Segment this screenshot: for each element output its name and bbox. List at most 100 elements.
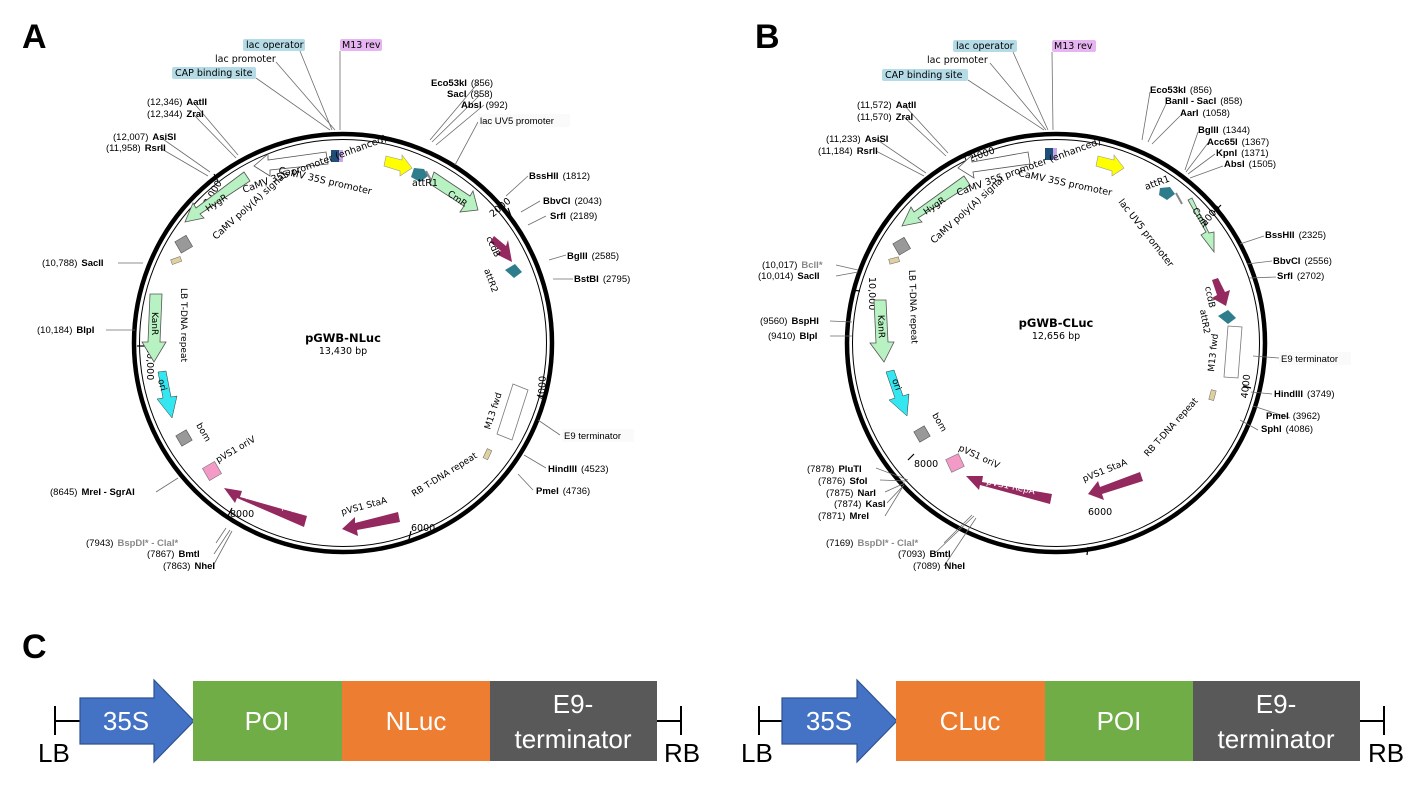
site-a-absi-pos: (992) xyxy=(486,100,508,111)
site-b-sphi-pos: (4086) xyxy=(1286,424,1313,435)
svg-text:(7871)MreI: (7871)MreI xyxy=(818,511,869,522)
site-a-lacuv5: lac UV5 promoter xyxy=(480,116,554,127)
svg-text:(10,788)SacII: (10,788)SacII xyxy=(42,258,104,269)
site-b-banii-saci-pos: (858) xyxy=(1220,96,1242,107)
site-b-kasi: KasI xyxy=(865,499,885,510)
svg-text:(12,007)AsiSI: (12,007)AsiSI xyxy=(113,132,176,143)
feature-b-lb-marker xyxy=(888,256,900,265)
feature-b-kanr xyxy=(869,299,895,363)
plasmid-b-tick-8000: 8000 xyxy=(914,459,938,470)
panel-letter-b: B xyxy=(755,18,780,56)
site-b-bspdi-clai: BspDI* - ClaI* xyxy=(857,538,918,549)
feature-a-m13fwd xyxy=(496,383,529,441)
plasmid-a-left-sites: (12,346)AatII (12,344)ZraI (12,007)AsiSI… xyxy=(37,97,239,572)
panel-b: B pGWB-CLuc 12,656 bp 2000 4000 6000 800… xyxy=(755,18,1351,572)
tag-b-cap-bg xyxy=(882,69,968,81)
site-a-nhei: NheI xyxy=(194,561,215,572)
panel-letter-c: C xyxy=(22,628,47,666)
site-a-saci: SacI xyxy=(447,89,467,100)
tag-a-lac-promoter: lac promoter xyxy=(215,54,276,65)
tag-b-lac-operator: lac operator xyxy=(956,41,1014,52)
tag-b-lac-promoter: lac promoter xyxy=(927,55,988,66)
site-b-eco53ki: Eco53kI xyxy=(1150,85,1186,96)
tag-a-lac-operator-bg xyxy=(243,39,305,51)
construct-right-35s-label: 35S xyxy=(806,706,852,736)
feature-b-gray-block xyxy=(892,236,911,256)
feature-b-bom xyxy=(913,425,931,443)
svg-text:(9410)BlpI: (9410)BlpI xyxy=(768,331,817,342)
svg-text:BstBI(2795): BstBI (2795) xyxy=(574,274,630,285)
site-a-nhei-pos: (7863) xyxy=(163,561,190,572)
svg-text:HindIII(3749): HindIII(3749) xyxy=(1274,389,1335,400)
feature-a-m13rev xyxy=(339,150,343,162)
feature-b-attr1 xyxy=(1159,187,1175,200)
site-b-blpi-pos: (9410) xyxy=(768,331,795,342)
feature-a-camv35s-enhanced xyxy=(253,151,329,177)
site-b-bsphi-pos: (9560) xyxy=(760,316,787,327)
construct-left-terminator-label-2: terminator xyxy=(514,724,631,754)
site-b-nhei-pos: (7089) xyxy=(913,561,940,572)
feature-a-lb-label: LB T-DNA repeat xyxy=(178,288,188,362)
svg-text:SrfI(2702): SrfI(2702) xyxy=(1277,271,1324,282)
construct-right-rb: RB xyxy=(1368,738,1404,768)
construct-right-terminator-label-2: terminator xyxy=(1217,724,1334,754)
site-b-kpni: KpnI xyxy=(1216,148,1237,159)
panel-letter-a: A xyxy=(22,18,47,56)
feature-b-pvs1-repa-label: pVS1 RepA xyxy=(985,477,1036,497)
feature-b-pvs1-oriv-label: pVS1 oriV xyxy=(957,444,1002,472)
plasmid-a-tick-4000: 4000 xyxy=(537,376,549,401)
site-b-bspdi-pos: (7169) xyxy=(826,538,853,549)
site-b-rsrii-pos: (11,184) xyxy=(818,146,853,157)
site-b-asisi: AsiSI xyxy=(865,134,889,145)
feature-b-lb-label: LB T-DNA repeat xyxy=(906,270,919,345)
feature-a-rb-marker xyxy=(482,448,493,461)
plasmid-b-tick-10000: 10,000 xyxy=(866,277,877,310)
feature-a-rb-label: RB T-DNA repeat xyxy=(410,451,479,500)
site-a-pmei: PmeI xyxy=(536,486,559,497)
site-b-nhei: NheI xyxy=(944,561,965,572)
construct-left-nluc xyxy=(342,681,490,761)
feature-a-lb-marker xyxy=(170,256,183,265)
feature-b-pvs1-oriv xyxy=(945,453,965,473)
site-a-pmei-pos: (4736) xyxy=(563,486,590,497)
site-b-sphi: SphI xyxy=(1261,424,1282,435)
site-a-bstbi-pos: (2795) xyxy=(603,274,630,285)
site-b-bmti: BmtI xyxy=(929,549,950,560)
feature-a-lac-operator xyxy=(331,150,339,162)
site-a-rsrii-pos: (11,958) xyxy=(106,143,141,154)
site-b-hindiii: HindIII xyxy=(1274,389,1303,400)
site-b-aari: AarI xyxy=(1180,108,1198,119)
construct-right: LB 35S CLuc POI E9- terminator RB xyxy=(741,678,1404,768)
site-b-bsshii-pos: (2325) xyxy=(1299,230,1326,241)
feature-b-yellow-arrow xyxy=(1095,154,1125,177)
site-a-aatii-pos: (12,346) xyxy=(147,97,182,108)
site-a-zrai: ZraI xyxy=(186,109,203,120)
svg-text:(11,572)AatII: (11,572)AatII xyxy=(857,100,916,111)
site-b-bbvci: BbvCI xyxy=(1273,256,1300,267)
site-a-bspdi-pos: (7943) xyxy=(86,538,113,549)
site-a-sacii-pos: (10,788) xyxy=(42,258,77,269)
feature-b-m13fwd xyxy=(1223,325,1243,379)
feature-b-ccdb-label: ccdB xyxy=(1202,286,1216,309)
feature-a-ccdb xyxy=(490,236,512,262)
svg-text:(11,233)AsiSI: (11,233)AsiSI xyxy=(826,134,888,145)
construct-right-terminator xyxy=(1193,681,1360,761)
feature-b-lacuv5-label: lac UV5 promoter xyxy=(1116,197,1176,269)
site-a-bglii-pos: (2585) xyxy=(592,251,619,262)
feature-b-pvs1-staa xyxy=(1088,472,1143,500)
plasmid-a-name: pGWB-NLuc xyxy=(305,331,381,345)
feature-a-kanr-label: KanR xyxy=(149,312,159,335)
feature-a-attr1 xyxy=(411,168,428,182)
plasmid-b-size: 12,656 bp xyxy=(1032,331,1080,342)
svg-text:BglII(1344): BglII(1344) xyxy=(1198,125,1250,136)
site-a-mrei-sgrai: MreI - SgrAI xyxy=(81,487,134,498)
feature-a-pvs1-staa-label: pVS1 StaA xyxy=(340,496,389,518)
plasmid-a-size: 13,430 bp xyxy=(319,346,367,357)
construct-left-lb: LB xyxy=(38,738,70,768)
svg-text:(7943)BspDI* - ClaI*: (7943)BspDI* - ClaI* xyxy=(86,538,178,549)
construct-left-poi-label: POI xyxy=(245,706,290,736)
site-a-bstbi: BstBI xyxy=(574,274,599,285)
site-b-kasi-pos: (7874) xyxy=(834,499,861,510)
construct-right-poi-label: POI xyxy=(1097,706,1142,736)
